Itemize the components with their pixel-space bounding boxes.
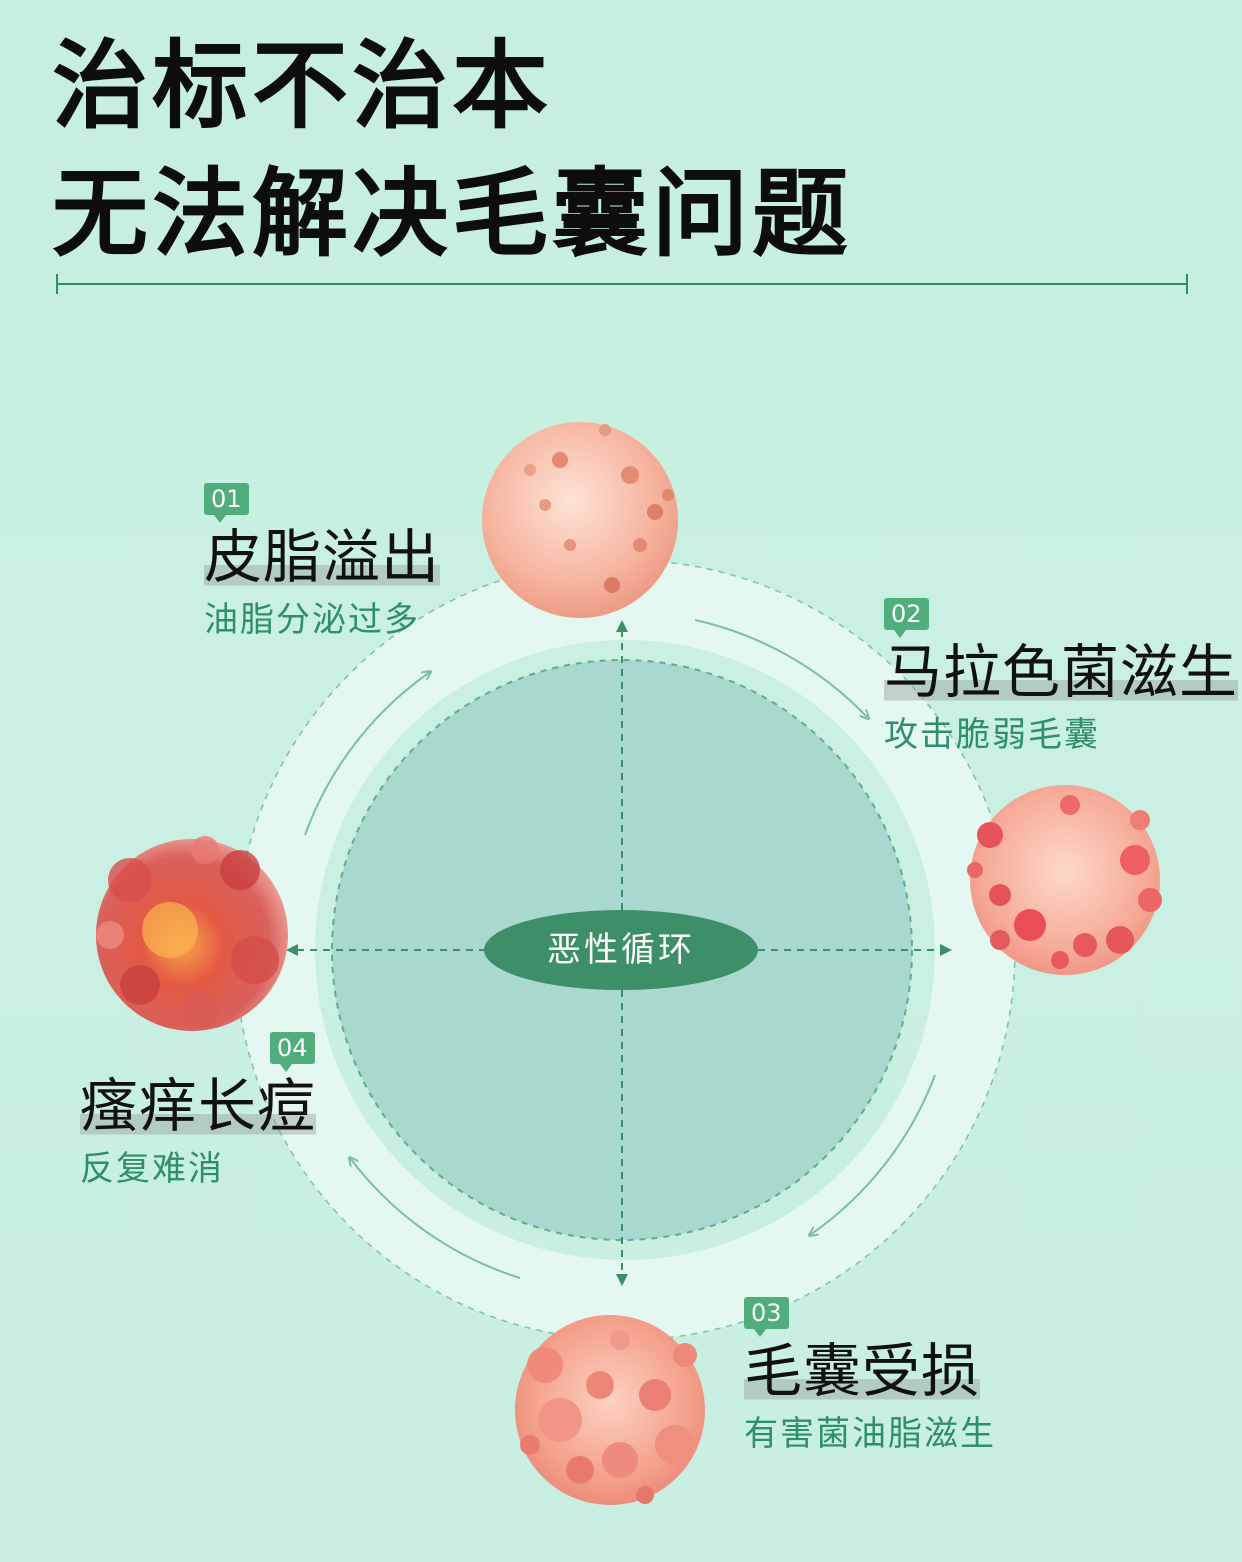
flow-arrow-2-3 [810, 1074, 936, 1235]
sebum-cell-icon [482, 422, 678, 618]
step-4-title: 瘙痒长痘 [80, 1071, 317, 1141]
center-ellipse [484, 910, 758, 990]
bacteria-cell-icon [967, 785, 1162, 975]
step-3-subtitle: 有害菌油脂滋生 [744, 1414, 996, 1454]
step-1-subtitle: 油脂分泌过多 [204, 600, 420, 640]
step-4-badge: 04 [270, 1032, 315, 1072]
center-label: 恶性循环 [547, 930, 695, 970]
step-2-badge: 02 [884, 598, 929, 638]
title-line-2: 无法解决毛囊问题 [52, 158, 852, 270]
title-divider [56, 274, 1188, 294]
flow-arrow-3-4 [350, 1158, 521, 1279]
step-3-title: 毛囊受损 [744, 1336, 981, 1406]
step-2-subtitle: 攻击脆弱毛囊 [884, 715, 1100, 755]
step-1-title: 皮脂溢出 [204, 522, 441, 592]
step-1-badge: 01 [204, 483, 249, 523]
flow-arrow-4-1 [304, 672, 430, 836]
step-3-title-text: 毛囊受损 [744, 1337, 981, 1405]
step-2-title: 马拉色菌滋生 [884, 637, 1239, 707]
title-line-1: 治标不治本 [52, 30, 552, 142]
damaged-follicle-cell-icon [515, 1315, 705, 1505]
step-4-title-text: 瘙痒长痘 [80, 1072, 317, 1140]
step-2-title-text: 马拉色菌滋生 [884, 638, 1239, 706]
inflamed-acne-cell-icon [96, 836, 288, 1031]
step-3-badge: 03 [744, 1297, 789, 1337]
step-4-subtitle: 反复难消 [80, 1149, 224, 1189]
step-1-title-text: 皮脂溢出 [204, 523, 441, 591]
page-title: 治标不治本 无法解决毛囊问题 [52, 22, 852, 278]
flow-arrow-1-2 [694, 619, 868, 718]
